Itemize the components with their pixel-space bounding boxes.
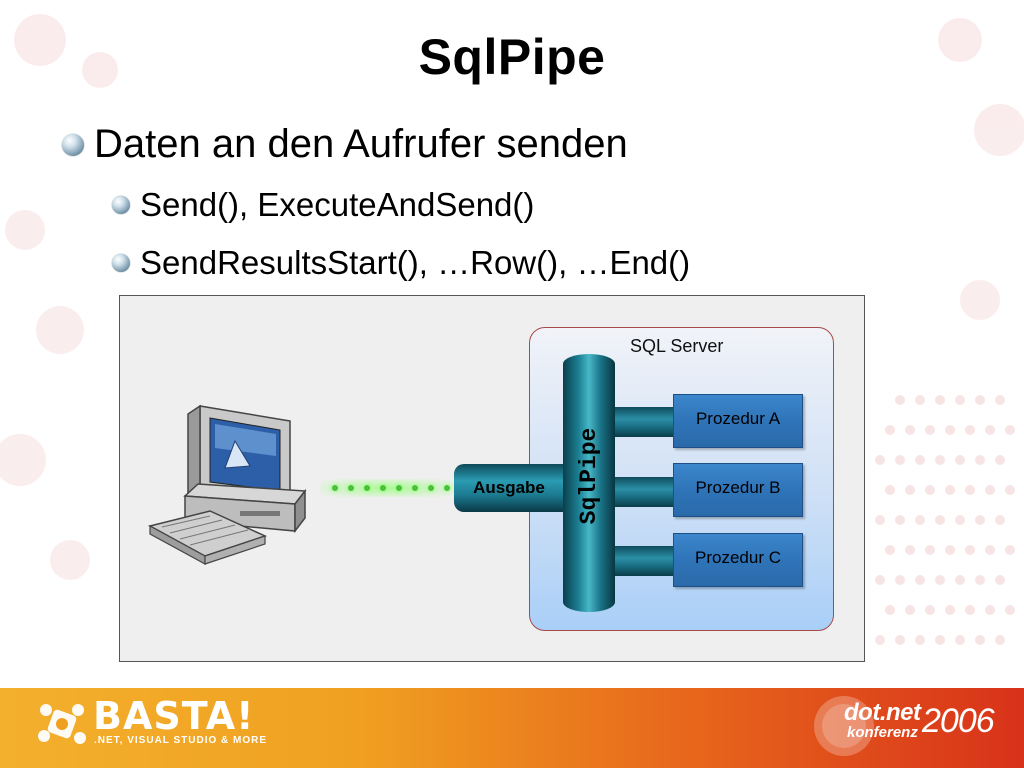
dotnet-brand: dot.net — [844, 699, 921, 726]
bullet-text: Send(), ExecuteAndSend() — [140, 186, 535, 223]
background-pattern — [0, 14, 1024, 645]
bullet-text: SendResultsStart(), …Row(), …End() — [140, 244, 691, 281]
output-connector — [454, 464, 564, 512]
slide-title: SqlPipe — [418, 29, 606, 85]
bullet-level-2: Send(), ExecuteAndSend() — [112, 186, 534, 224]
data-flow-glow — [320, 479, 456, 497]
bullet-text: Daten an den Aufrufer senden — [94, 122, 628, 166]
dotnet-logo-icon — [814, 696, 874, 756]
basta-tagline: .NET, VISUAL STUDIO & MORE — [94, 735, 268, 746]
data-flow-dot — [428, 485, 434, 491]
bullet-level-2: SendResultsStart(), …Row(), …End() — [112, 244, 690, 282]
bullet-orb-icon — [112, 254, 130, 272]
dotnet-konferenz: konferenz — [847, 724, 918, 741]
bullet-orb-icon — [112, 196, 130, 214]
sqlpipe-label: SqlPipe — [576, 427, 602, 525]
data-flow-dot — [444, 485, 450, 491]
conference-year: 2006 — [922, 702, 995, 740]
computer-icon — [147, 404, 307, 566]
bullet-orb-icon — [62, 133, 84, 156]
data-flow-dot — [332, 485, 338, 491]
data-flow-dot — [412, 485, 418, 491]
bullet-level-1: Daten an den Aufrufer senden — [62, 122, 628, 167]
data-flow-dot — [380, 485, 386, 491]
data-flow-dot — [396, 485, 402, 491]
basta-brand: BASTA! — [93, 694, 255, 738]
procedure-c-box: Prozedur C — [673, 533, 803, 587]
sqlpipe-cylinder — [563, 354, 615, 612]
output-label: Ausgabe — [473, 478, 545, 497]
sql-server-label: SQL Server — [630, 336, 724, 356]
sqlpipe-diagram: SQL Server Ausgabe SqlPipe Prozedur A Pr… — [119, 295, 865, 662]
connector-c — [614, 546, 674, 576]
connector-a — [614, 407, 674, 437]
basta-logo-icon — [38, 704, 86, 744]
procedure-a-box: Prozedur A — [673, 394, 803, 448]
procedure-b-box: Prozedur B — [673, 463, 803, 517]
data-flow-dot — [364, 485, 370, 491]
footer-bar — [0, 688, 1024, 768]
data-flow-dot — [348, 485, 354, 491]
connector-b — [614, 477, 674, 507]
